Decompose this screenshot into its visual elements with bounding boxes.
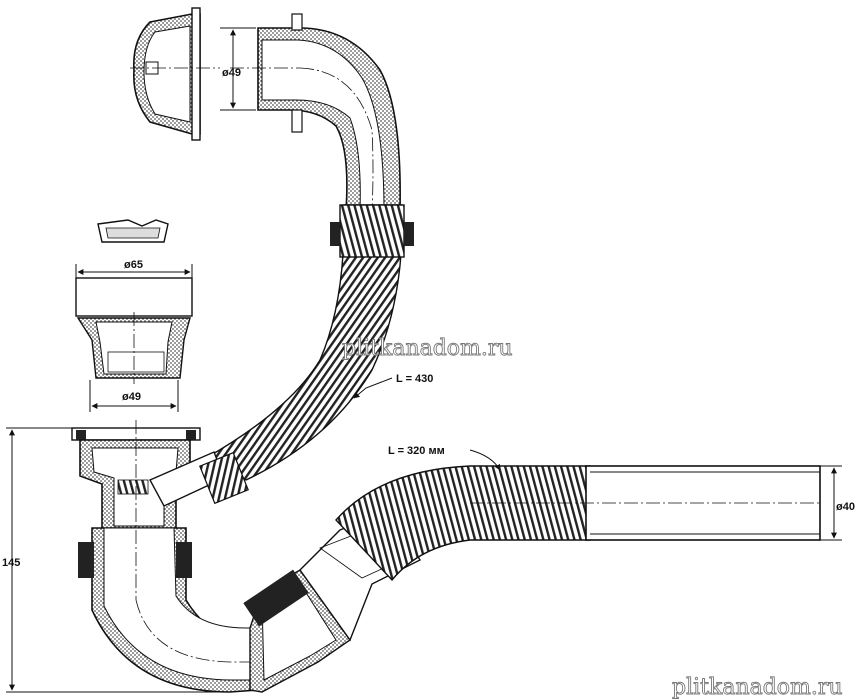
siphon-trap-body [71,420,260,693]
outlet-hose-length-callout: L = 320 мм [388,445,501,471]
outlet-diameter-dimension: ø40 [820,465,855,541]
center-watermark: plitkanadom.ru [342,336,513,361]
outlet-diameter-label: ø40 [836,501,855,513]
drain-top-diameter-label: ø65 [124,259,143,271]
outlet-smooth-pipe [470,465,821,541]
overflow-grille [130,7,220,141]
overflow-elbow-pipe [230,13,401,211]
drain-bottom-diameter-dimension: ø49 [89,380,179,412]
outlet-corrugated-hose [335,465,591,582]
total-height-dimension: 145 [2,427,232,693]
overflow-corrugated-hose [204,204,414,481]
drain-fitting [75,277,193,384]
total-height-label: 145 [2,557,20,569]
drain-plug-cap [97,219,169,243]
overflow-diameter-dimension: ø49 [220,27,256,111]
corner-watermark: plitkanadom.ru [672,675,843,700]
drain-bottom-diameter-label: ø49 [122,391,141,403]
drain-top-diameter-dimension: ø65 [75,259,193,280]
overflow-hose-length-callout: L = 430 [353,373,433,399]
outlet-hose-length-label: L = 320 мм [388,445,445,457]
overflow-diameter-label: ø49 [222,67,241,79]
overflow-hose-length-label: L = 430 [396,373,433,385]
